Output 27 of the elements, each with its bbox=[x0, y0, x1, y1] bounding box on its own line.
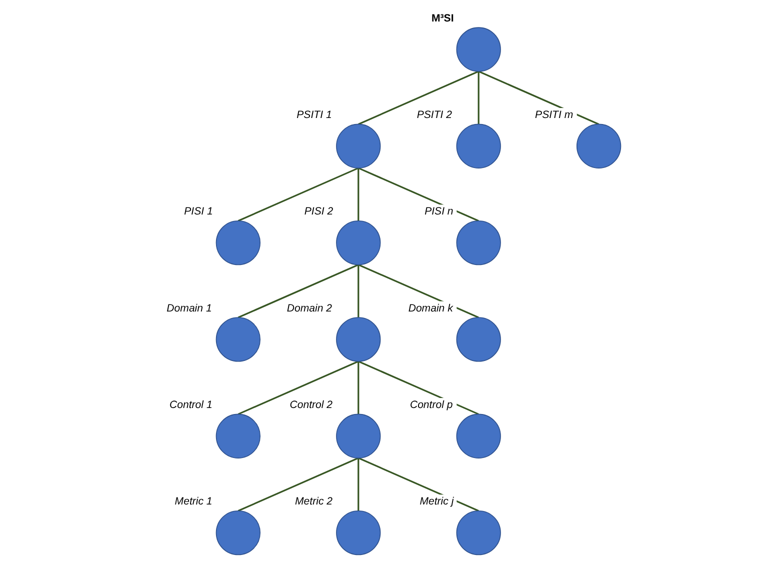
node-label: Domain 2 bbox=[286, 302, 332, 314]
node-label: Metric 2 bbox=[294, 496, 332, 508]
node-circle bbox=[215, 317, 260, 362]
node-label: Domain 1 bbox=[166, 302, 212, 314]
connector bbox=[357, 264, 359, 318]
node-circle bbox=[336, 414, 380, 458]
node-circle bbox=[336, 317, 380, 362]
node-circle bbox=[456, 124, 500, 168]
node-circle bbox=[215, 414, 260, 458]
connector bbox=[477, 71, 479, 124]
node-circle bbox=[215, 220, 260, 266]
node-circle bbox=[336, 124, 380, 168]
node-circle bbox=[456, 27, 500, 72]
node-label: M³SI bbox=[430, 12, 454, 24]
node-label: Metric 1 bbox=[174, 496, 212, 508]
node-label: PISI 2 bbox=[304, 206, 333, 218]
connector bbox=[357, 168, 359, 221]
node-circle bbox=[336, 510, 380, 556]
connector bbox=[357, 458, 359, 511]
node-label: Control 1 bbox=[169, 399, 212, 412]
node-circle bbox=[336, 220, 380, 266]
node-label: PSITI 2 bbox=[416, 109, 452, 122]
node-label: Control 2 bbox=[289, 399, 332, 412]
connector bbox=[357, 361, 359, 414]
node-label: PSITI 1 bbox=[296, 109, 332, 122]
node-circle bbox=[215, 510, 260, 556]
node-label: PISI 1 bbox=[184, 206, 212, 218]
